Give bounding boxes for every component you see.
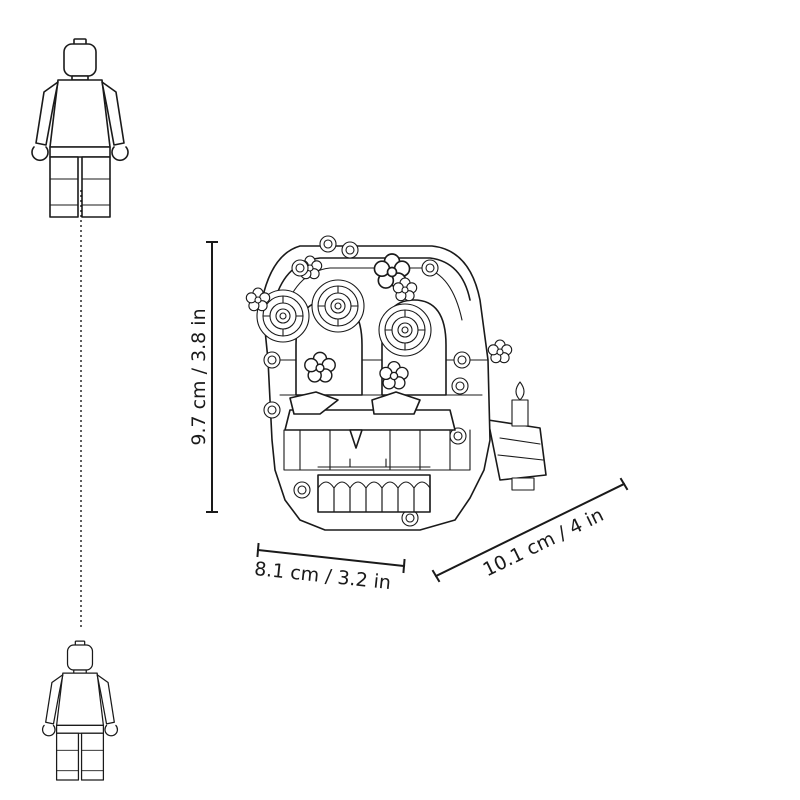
height-dimension	[206, 241, 218, 513]
minifigure-top-icon	[31, 38, 129, 218]
width-dimension	[256, 542, 406, 574]
depth-dimension-label: 10.1 cm / 4 in	[480, 504, 608, 581]
skull-model-drawing	[245, 235, 547, 531]
depth-dimension	[431, 477, 629, 583]
minifigure-bottom-icon	[41, 640, 119, 781]
height-dimension-label: 9.7 cm / 3.8 in	[188, 308, 210, 445]
